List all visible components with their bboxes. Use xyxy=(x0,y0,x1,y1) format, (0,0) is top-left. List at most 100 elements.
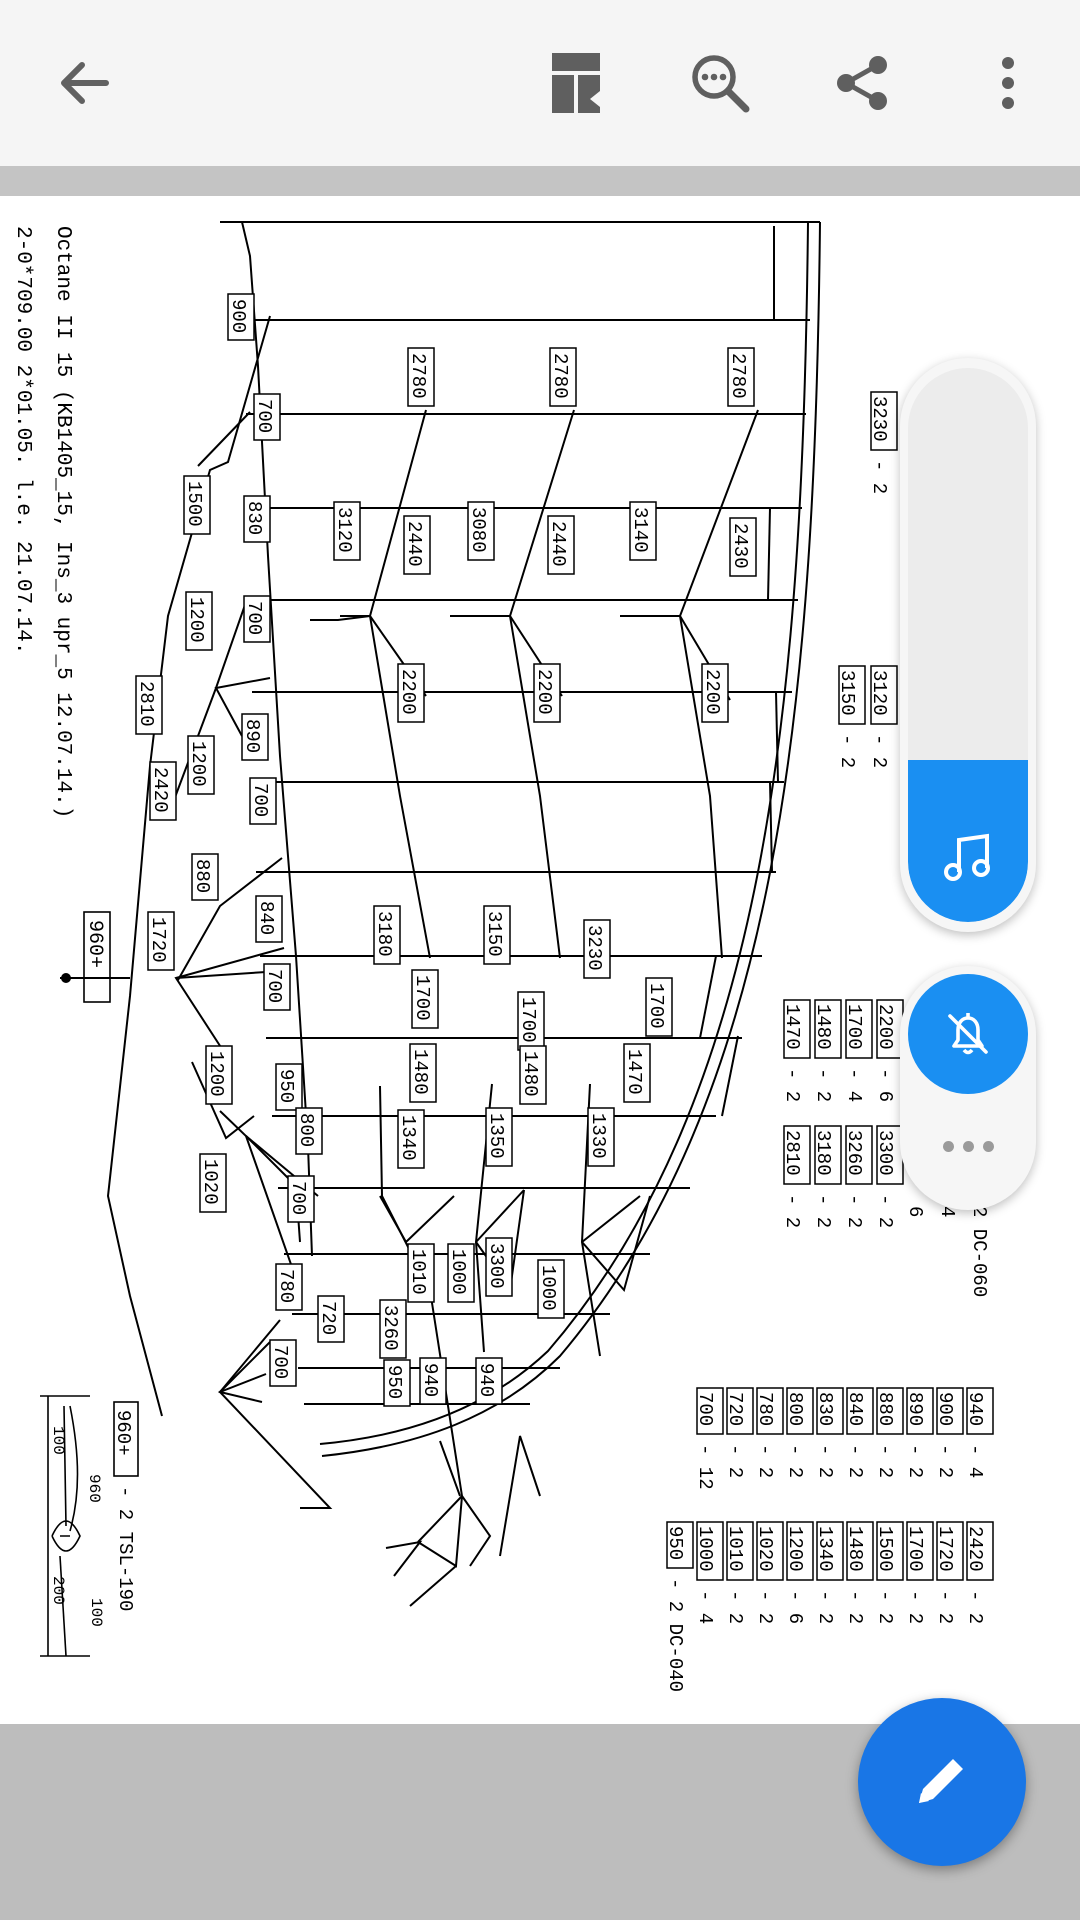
attachment-sketch xyxy=(40,1395,90,1657)
line-length-box xyxy=(411,969,439,1029)
summary-bottom-qty: - 2 xyxy=(754,1444,776,1478)
line-length-box xyxy=(407,347,435,407)
line-length-box xyxy=(287,1175,315,1223)
arrow-back-icon[interactable] xyxy=(44,43,124,123)
dim-100-label-b: 100 xyxy=(87,1598,105,1627)
page-gap xyxy=(0,166,1080,196)
line-length-box xyxy=(623,1043,651,1103)
line-length-box xyxy=(583,919,611,979)
summary-bottom-value: 840 xyxy=(844,1392,866,1426)
line-length-label: 700 xyxy=(249,783,271,817)
summary-bottom-qty: - 2 xyxy=(844,1590,866,1624)
summary-bottom-box xyxy=(876,1521,904,1581)
more-horiz-icon[interactable] xyxy=(900,1106,1036,1186)
line-length-label: 800 xyxy=(295,1113,317,1147)
summary-mid-value: 3260 xyxy=(843,1130,865,1176)
line-length-box xyxy=(255,895,283,943)
summary-mid-box xyxy=(783,1125,811,1185)
line-length-box xyxy=(547,515,575,575)
summary-bottom-box xyxy=(786,1521,814,1581)
line-length-box xyxy=(403,515,431,575)
summary-top-qty: - 2 xyxy=(836,734,858,768)
summary-bottom-box xyxy=(666,1521,694,1569)
attach-quantity: - 2 TSL-190 xyxy=(114,1486,136,1611)
line-length-box xyxy=(409,1043,437,1103)
line-length-box xyxy=(407,1243,435,1303)
volume-level xyxy=(908,760,1028,922)
summary-bottom-value: 1200 xyxy=(784,1526,806,1572)
summary-bottom-qty: - 2 DC-040 xyxy=(664,1578,686,1692)
line-length-label: 2440 xyxy=(403,521,425,567)
line-length-label: 3260 xyxy=(379,1305,401,1351)
more-vert-icon[interactable] xyxy=(968,43,1048,123)
line-length-label: 2780 xyxy=(727,353,749,399)
summary-bottom-value: 1010 xyxy=(724,1526,746,1572)
summary-bottom-value: 1720 xyxy=(934,1526,956,1572)
volume-slider[interactable] xyxy=(908,368,1028,922)
volume-panel[interactable] xyxy=(900,358,1036,932)
summary-bottom-value: 940 xyxy=(964,1392,986,1426)
bell-off-icon[interactable] xyxy=(908,974,1028,1094)
music-note-icon[interactable] xyxy=(908,812,1028,902)
summary-bottom-value: 1000 xyxy=(694,1526,716,1572)
summary-bottom-qty: - 4 xyxy=(964,1444,986,1478)
line-length-box xyxy=(333,501,361,561)
line-length-box xyxy=(243,595,271,643)
line-length-box xyxy=(537,1259,565,1319)
line-length-label: 700 xyxy=(263,969,285,1003)
summary-bottom-qty: - 2 xyxy=(814,1444,836,1478)
summary-tail-text: 4 xyxy=(936,1206,958,1217)
line-length-box xyxy=(149,761,177,821)
line-length-label: 840 xyxy=(255,901,277,935)
line-length-box xyxy=(227,293,255,341)
line-length-label: 830 xyxy=(243,501,265,535)
line-length-label: 700 xyxy=(253,399,275,433)
line-length-label: 3150 xyxy=(483,911,505,957)
summary-bottom-box xyxy=(696,1521,724,1581)
line-length-label: 2430 xyxy=(729,523,751,569)
edit-fab[interactable] xyxy=(858,1698,1026,1866)
line-length-box xyxy=(249,777,277,825)
line-length-label: 3140 xyxy=(629,507,651,553)
line-length-label: 2780 xyxy=(549,353,571,399)
summary-mid-qty: - 6 xyxy=(874,1068,896,1102)
line-length-label: 700 xyxy=(269,1345,291,1379)
line-length-box xyxy=(205,1045,233,1105)
dim-200-label: 200 xyxy=(49,1576,67,1605)
line-length-box xyxy=(147,911,175,971)
summary-mid-box xyxy=(814,999,842,1059)
line-length-label: 3080 xyxy=(467,507,489,553)
edit-pencil-icon xyxy=(907,1745,977,1820)
line-length-box xyxy=(275,1263,303,1311)
summary-bottom-box xyxy=(876,1387,904,1435)
summary-bottom-box xyxy=(756,1387,784,1435)
summary-bottom-box xyxy=(936,1521,964,1581)
summary-bottom-qty: - 2 xyxy=(934,1590,956,1624)
line-length-label: 3120 xyxy=(333,507,355,553)
summary-top-value: 3150 xyxy=(836,670,858,716)
line-length-label: 890 xyxy=(241,719,263,753)
search-more-icon[interactable] xyxy=(680,43,760,123)
line-length-label: 1200 xyxy=(185,597,207,643)
page-layout-icon[interactable] xyxy=(536,43,616,123)
dim-100-label: 100 xyxy=(49,1426,67,1455)
line-length-label: 950 xyxy=(275,1069,297,1103)
line-length-label: 2780 xyxy=(407,353,429,399)
summary-bottom-value: 700 xyxy=(694,1392,716,1426)
line-length-label: 2440 xyxy=(547,521,569,567)
summary-bottom-qty: - 2 xyxy=(844,1444,866,1478)
summary-bottom-qty: - 12 xyxy=(694,1444,716,1490)
share-icon[interactable] xyxy=(822,43,902,123)
line-length-label: 940 xyxy=(419,1363,441,1397)
app-toolbar xyxy=(0,0,1080,167)
line-length-box xyxy=(191,853,219,901)
summary-bottom-box xyxy=(966,1387,994,1435)
line-length-box xyxy=(475,1357,503,1405)
line-length-box xyxy=(729,517,757,577)
line-length-box xyxy=(645,977,673,1037)
summary-bottom-value: 880 xyxy=(874,1392,896,1426)
drawing-dates: 2-0*709.00 2*01.05. l.e. 21.07.14. xyxy=(11,226,34,654)
summary-bottom-value: 800 xyxy=(784,1392,806,1426)
summary-mid-value: 1470 xyxy=(781,1004,803,1050)
line-length-label: 720 xyxy=(317,1301,339,1335)
